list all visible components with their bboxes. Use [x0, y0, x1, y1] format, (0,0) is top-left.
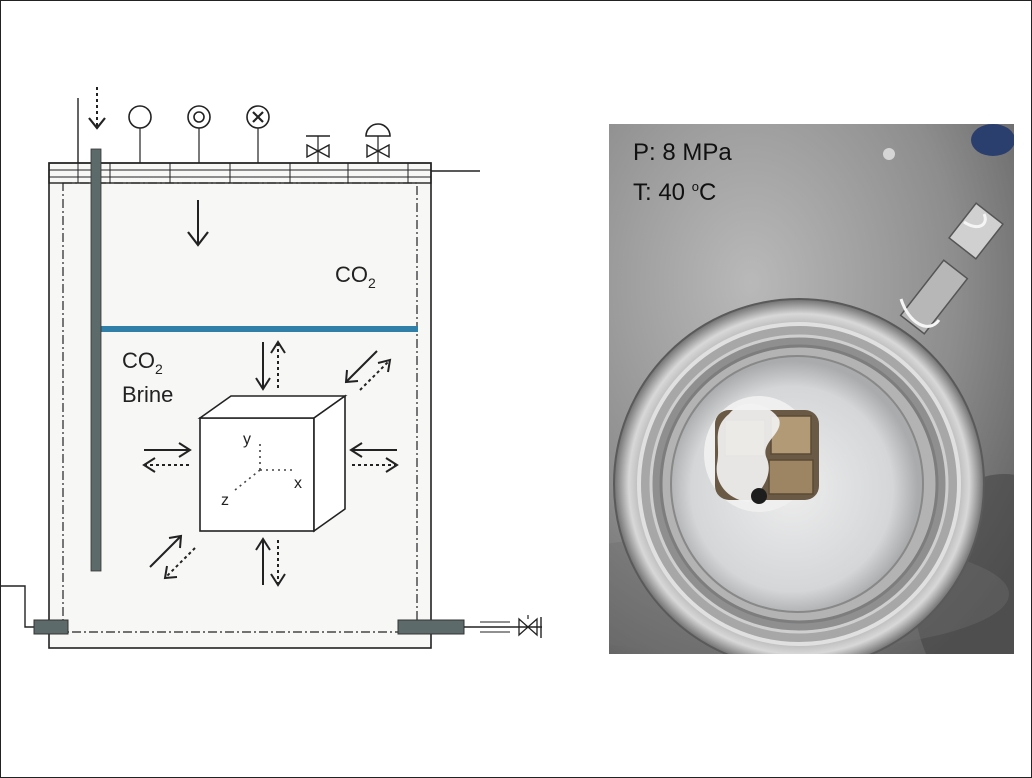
temperature-sensor-icon	[187, 105, 211, 129]
diagonal-stress-arrow-upper-icon	[344, 350, 392, 391]
gas-pressure-arrow-icon	[187, 200, 209, 247]
outlet-valve-icon	[464, 615, 542, 638]
inlet-arrow-icon	[88, 87, 106, 130]
dip-tube	[90, 148, 102, 572]
flow-meter-icon	[246, 105, 270, 129]
vessel-photo-drawing	[609, 124, 1014, 654]
axis-x-label: x	[294, 475, 302, 492]
bottom-inlet-pipe	[0, 585, 35, 628]
top-stress-arrow-icon	[255, 340, 286, 391]
pressure-label: P: 8 MPa	[633, 139, 732, 166]
right-stress-arrow-icon	[349, 442, 399, 473]
brine-phase-label-line2: Brine	[122, 382, 173, 407]
left-stress-arrow-icon	[142, 442, 192, 473]
gas-phase-label: CO2	[335, 262, 376, 291]
pressure-gauge-icon	[128, 105, 152, 129]
manual-valve-icon	[306, 135, 330, 163]
right-bottom-fitting	[397, 619, 465, 635]
lid-bolts	[77, 163, 409, 183]
temperature-label: T: 40 oC	[633, 179, 717, 206]
left-bottom-fitting	[33, 619, 69, 635]
axis-z-label: z	[221, 492, 229, 509]
brine-phase-label-line1: CO2	[122, 348, 163, 377]
vessel-lid	[48, 162, 432, 184]
diagonal-stress-arrow-lower-icon	[149, 534, 196, 580]
bottom-stress-arrow-icon	[255, 537, 286, 587]
axis-y-label: y	[243, 431, 251, 448]
actuated-valve-icon	[365, 123, 391, 163]
sample-cube	[197, 394, 348, 533]
photo-pipe-fitting	[899, 124, 1014, 335]
rock-sample	[704, 396, 819, 512]
vessel-photo: P: 8 MPa T: 40 oC	[609, 124, 1014, 654]
stress-arrows	[142, 340, 399, 587]
